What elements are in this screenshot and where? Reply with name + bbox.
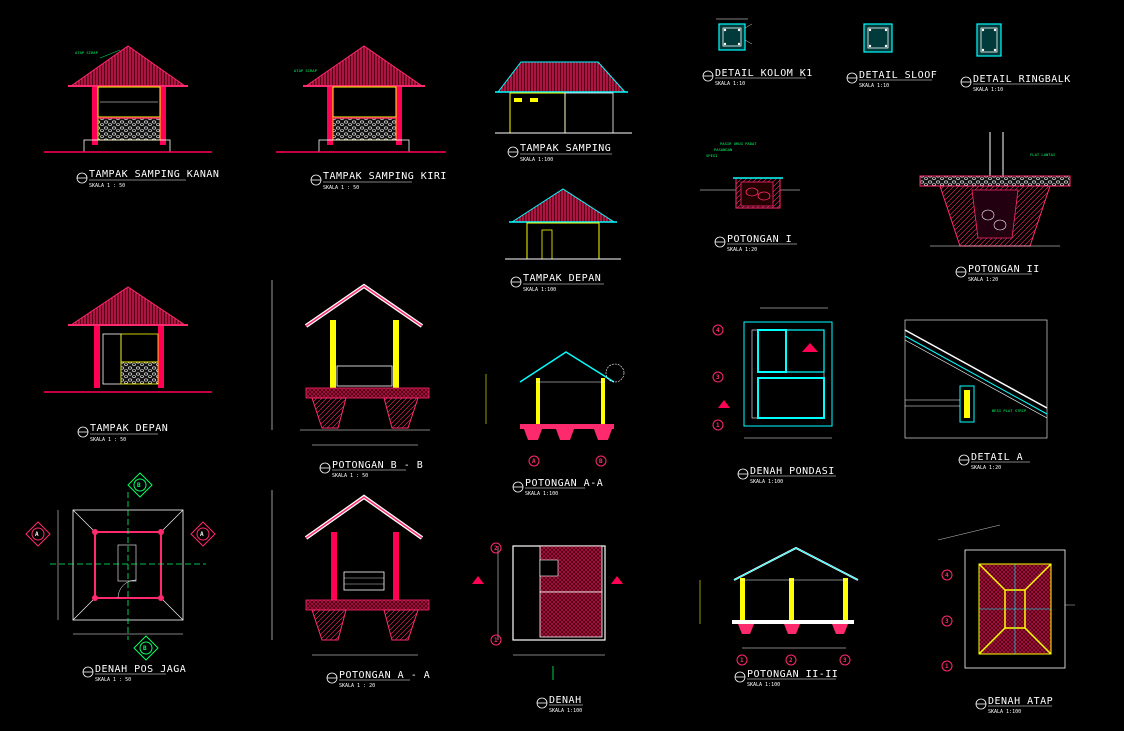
scale-detail-sloof: SKALA 1:10 [859,83,889,89]
scale-potongan-ii-ii: SKALA 1:100 [747,682,780,688]
scale-tampak-samping-kanan: SKALA 1 : 50 [89,183,125,189]
elevation-tampak-samping-kanan: ATAP SIRAP TAMPAK SAMPING KANAN SKALA 1 … [44,45,219,189]
section-potongan-ii-ii: 1 2 3 POTONGAN II-II SKALA 1:100 [699,546,859,688]
title-potongan-ii-ii: POTONGAN II-II [747,669,838,680]
detail-a: BESI PLAT STRIP DETAIL A SKALA 1:20 [904,319,1048,471]
elevation-tampak-depan-pos: TAMPAK DEPAN SKALA 1 : 50 [44,286,212,443]
title-tampak-depan: TAMPAK DEPAN [523,273,601,284]
svg-text:3: 3 [716,374,720,381]
svg-text:PASANGAN: PASANGAN [714,147,733,152]
svg-text:PASIR URUG PADAT: PASIR URUG PADAT [720,141,757,146]
detail-kolom-k1: DETAIL KOLOM K1 SKALA 1:10 [702,18,813,87]
scale-tampak-depan: SKALA 1:100 [523,287,556,293]
detail-ringbalk: DETAIL RINGBALK SKALA 1:10 [960,23,1071,93]
scale-tampak-samping-kiri: SKALA 1 : 50 [323,185,359,191]
scale-potongan-i: SKALA 1:20 [727,247,757,253]
scale-detail-a: SKALA 1:20 [971,465,1001,471]
title-tampak-samping-kiri: TAMPAK SAMPING KIRI [323,171,447,182]
svg-text:1: 1 [740,657,744,664]
title-denah-atap: DENAH ATAP [988,696,1053,707]
scale-potongan-ii: SKALA 1:20 [968,277,998,283]
scale-tampak-samping: SKALA 1:100 [520,157,553,163]
title-detail-a: DETAIL A [971,452,1023,463]
svg-text:A: A [532,458,536,465]
svg-text:4: 4 [716,327,720,334]
elevation-tampak-samping-kiri: ATAP SIRAP TAMPAK SAMPING KIRI SKALA 1 :… [276,45,447,191]
title-potongan-b-b: POTONGAN B - B [332,460,423,471]
svg-text:1: 1 [945,663,949,670]
svg-text:B: B [143,645,147,652]
scale-potongan-a-a-small: SKALA 1:100 [525,491,558,497]
scale-denah: SKALA 1:100 [549,708,582,714]
title-denah-pos-jaga: DENAH POS JAGA [95,664,186,675]
elevation-tampak-depan: TAMPAK DEPAN SKALA 1:100 [505,188,621,293]
svg-text:2: 2 [494,545,498,552]
svg-text:B: B [599,458,603,465]
svg-text:2: 2 [789,657,793,664]
svg-text:1: 1 [716,422,720,429]
scale-denah-pos-jaga: SKALA 1 : 50 [95,677,131,683]
title-denah-pondasi: DENAH PONDASI [750,466,835,477]
detail-sloof: DETAIL SLOOF SKALA 1:10 [846,23,937,89]
title-potongan-a-a: POTONGAN A - A [339,670,430,681]
title-tampak-depan-pos: TAMPAK DEPAN [90,423,168,434]
plan-denah-atap: 4 3 1 DENAH ATAP SKALA 1:100 [937,524,1075,715]
scale-detail-kolom: SKALA 1:10 [715,81,745,87]
title-detail-kolom: DETAIL KOLOM K1 [715,68,813,79]
svg-text:BESI PLAT STRIP: BESI PLAT STRIP [992,408,1027,413]
title-detail-sloof: DETAIL SLOOF [859,70,937,81]
title-tampak-samping: TAMPAK SAMPING [520,143,611,154]
title-tampak-samping-kanan: TAMPAK SAMPING KANAN [89,169,219,180]
title-denah: DENAH [549,695,582,706]
section-potongan-a-a-small: A B POTONGAN A-A SKALA 1:100 [485,351,625,497]
scale-denah-pondasi: SKALA 1:100 [750,479,783,485]
scale-potongan-a-a: SKALA 1 : 20 [339,683,375,689]
svg-text:FLAT LANTAI: FLAT LANTAI [1030,152,1055,157]
plan-denah: 2 1 DENAH SKALA 1:100 [472,542,623,714]
scale-tampak-depan-pos: SKALA 1 : 50 [90,437,126,443]
svg-text:4: 4 [945,572,949,579]
title-potongan-i: POTONGAN I [727,234,792,245]
scale-potongan-b-b: SKALA 1 : 50 [332,473,368,479]
scale-denah-atap: SKALA 1:100 [988,709,1021,715]
section-potongan-ii: FLAT LANTAI POTONGAN II SKALA 1:20 [919,132,1071,283]
plan-denah-pondasi: 4 3 1 DENAH PONDASI SKALA 1:100 [712,307,836,485]
title-potongan-a-a-small: POTONGAN A-A [525,478,603,489]
svg-text:B: B [137,482,141,489]
title-potongan-ii: POTONGAN II [968,264,1040,275]
section-potongan-b-b: POTONGAN B - B SKALA 1 : 50 [271,280,430,479]
svg-text:3: 3 [843,657,847,664]
svg-text:ATAP SIRAP: ATAP SIRAP [294,68,318,73]
svg-text:A: A [35,531,39,538]
section-potongan-a-a: POTONGAN A - A SKALA 1 : 20 [271,490,430,689]
title-detail-ringbalk: DETAIL RINGBALK [973,74,1071,85]
svg-text:3: 3 [945,618,949,625]
plan-denah-pos-jaga: A A B B DENAH POS JAGA SKALA 1 : 50 [25,472,216,683]
svg-text:SPESI: SPESI [706,153,717,158]
svg-text:1: 1 [494,637,498,644]
elevation-tampak-samping: TAMPAK SAMPING SKALA 1:100 [495,61,632,163]
scale-detail-ringbalk: SKALA 1:10 [973,87,1003,93]
section-potongan-i: PASIR URUG PADAT PASANGAN SPESI POTONGAN… [700,141,800,253]
svg-text:A: A [200,531,204,538]
svg-text:ATAP SIRAP: ATAP SIRAP [75,50,99,55]
